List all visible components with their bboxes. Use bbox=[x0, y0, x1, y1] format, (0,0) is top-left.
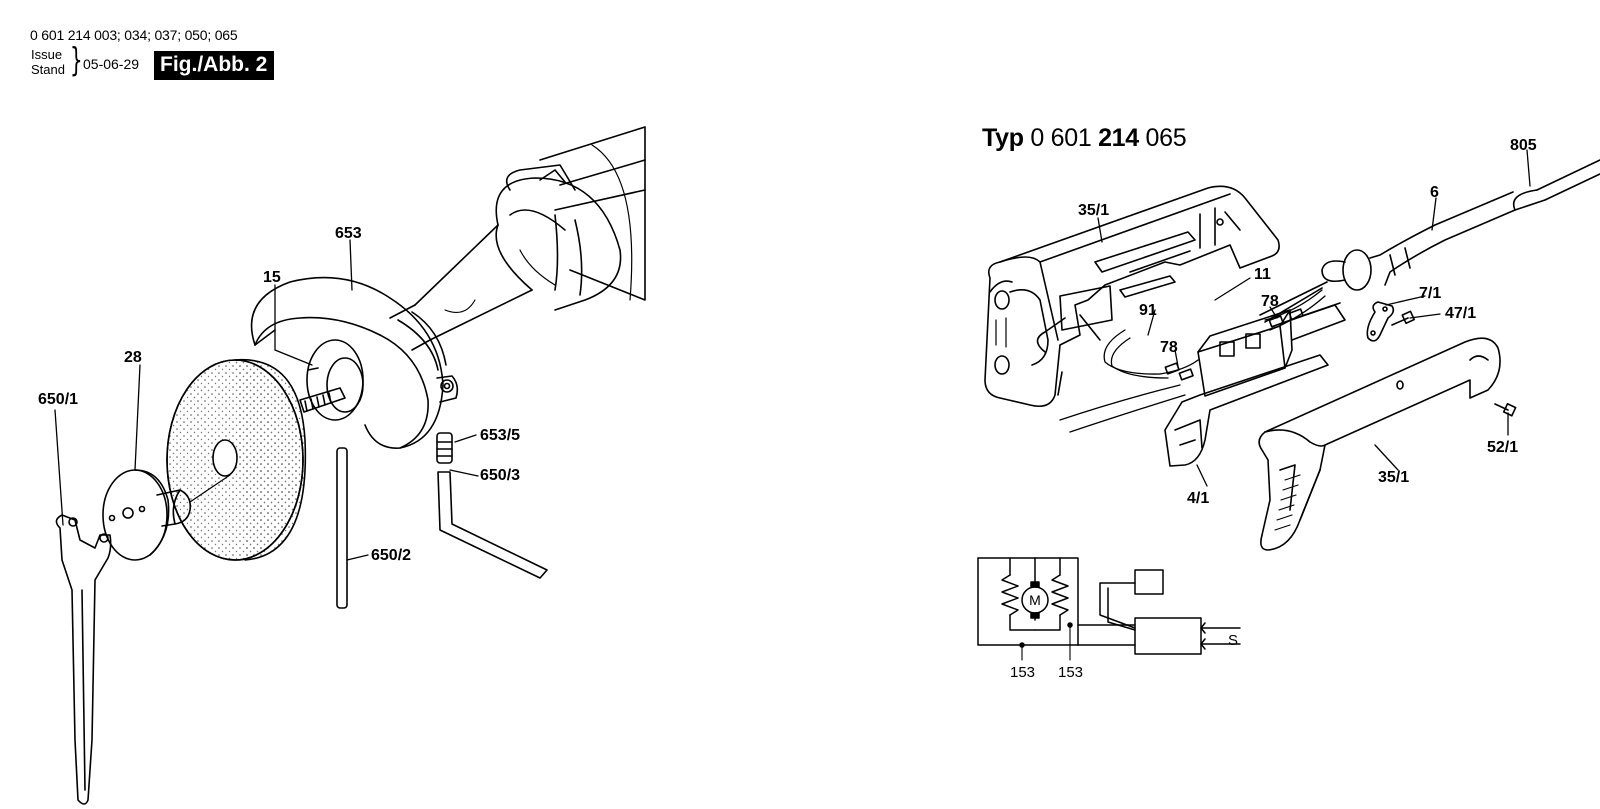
label-650-3: 650/3 bbox=[480, 467, 520, 484]
wheel-guard bbox=[250, 276, 459, 449]
circuit-schematic bbox=[977, 557, 1241, 661]
model-numbers: 0 601 214 003; 034; 037; 050; 065 bbox=[30, 27, 238, 43]
figure-badge: Fig./Abb. 2 bbox=[154, 51, 275, 80]
switch-unit bbox=[1197, 302, 1346, 397]
hex-key bbox=[437, 471, 548, 579]
schematic-node-153-b: 153 bbox=[1058, 664, 1083, 681]
motor-symbol-label: M bbox=[1029, 592, 1041, 608]
label-653: 653 bbox=[335, 225, 362, 242]
typ-part1: 0 601 bbox=[1030, 124, 1092, 152]
label-650-2: 650/2 bbox=[371, 547, 411, 564]
switch-actuator bbox=[1164, 354, 1329, 467]
label-78-a: 78 bbox=[1261, 293, 1279, 310]
issue-stand-label: Issue Stand bbox=[31, 47, 65, 77]
label-35-1-bottom: 35/1 bbox=[1378, 469, 1409, 486]
screw-47 bbox=[1391, 310, 1416, 326]
label-28: 28 bbox=[124, 349, 142, 366]
spanner-wrench bbox=[55, 514, 112, 805]
label-6: 6 bbox=[1430, 184, 1439, 201]
capacitor bbox=[1036, 285, 1113, 353]
leader-lines-right bbox=[1097, 149, 1531, 487]
label-4-1: 4/1 bbox=[1187, 490, 1209, 507]
label-11: 11 bbox=[1254, 266, 1271, 283]
type-number: Typ 0 601 214 065 bbox=[982, 124, 1187, 153]
rod bbox=[336, 447, 348, 609]
leader-lines-left bbox=[54, 239, 479, 561]
typ-word: Typ bbox=[982, 124, 1024, 152]
screw-52 bbox=[1494, 402, 1517, 417]
label-78-b: 78 bbox=[1160, 339, 1178, 356]
label-7-1: 7/1 bbox=[1419, 285, 1441, 302]
schematic-node-153-a: 153 bbox=[1010, 664, 1035, 681]
label-47-1: 47/1 bbox=[1445, 305, 1476, 322]
wires bbox=[1059, 289, 1326, 433]
label-35-1-top: 35/1 bbox=[1078, 202, 1109, 219]
typ-part2: 214 bbox=[1098, 124, 1139, 152]
brace: } bbox=[70, 40, 83, 79]
bolt bbox=[436, 432, 453, 464]
label-15: 15 bbox=[263, 269, 281, 286]
label-653-5: 653/5 bbox=[480, 427, 520, 444]
schematic-label-s: S bbox=[1228, 632, 1238, 649]
label-805: 805 bbox=[1510, 137, 1537, 154]
grinding-wheel bbox=[166, 358, 307, 561]
handle-half-lower bbox=[1258, 337, 1501, 551]
grinder-body bbox=[389, 126, 646, 351]
handle-half-upper bbox=[984, 185, 1280, 408]
typ-part3: 065 bbox=[1145, 124, 1187, 152]
label-650-1: 650/1 bbox=[38, 391, 78, 408]
stand-label: Stand bbox=[31, 62, 65, 77]
label-52-1: 52/1 bbox=[1487, 439, 1518, 456]
cord-clamp bbox=[1366, 301, 1395, 342]
label-91: 91 bbox=[1139, 302, 1157, 319]
issue-date: 05-06-29 bbox=[83, 56, 140, 72]
issue-label: Issue bbox=[31, 47, 63, 62]
power-cord bbox=[1259, 159, 1600, 323]
spindle-flange bbox=[299, 339, 364, 421]
